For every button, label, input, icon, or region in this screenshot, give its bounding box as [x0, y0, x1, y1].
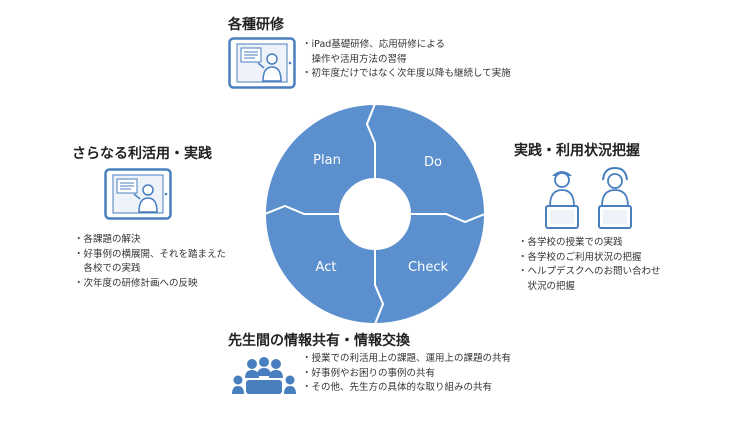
left-bullet: ・次年度の研修計画への反映: [74, 277, 198, 289]
tablet-lecture-icon: [104, 168, 172, 220]
bottom-bullets: ・授業での利活用上の課題、運用上の課題の共有 ・好事例やお困りの事例の共有 ・そ…: [302, 352, 511, 396]
left-bullet: ・好事例の横展開、それを踏まえた: [74, 248, 227, 260]
left-title: さらなる利活用・実践: [72, 146, 212, 162]
bottom-bullet: ・その他、先生方の具体的な取り組みの共有: [302, 382, 493, 393]
left-bullets: ・各課題の解決 ・好事例の横展開、それを踏まえた 各校での実践 ・次年度の研修計…: [74, 233, 226, 291]
right-bullet: ・各学校のご利用状況の把握: [518, 251, 642, 263]
top-title: 各種研修: [228, 17, 284, 33]
check-label: Check: [408, 260, 448, 275]
bottom-title: 先生間の情報共有・情報交換: [228, 333, 410, 349]
top-bullet: ・初年度だけではなく次年度以降も継続して実施: [302, 68, 511, 79]
right-bullets: ・各学校の授業での実践 ・各学校のご利用状況の把握 ・ヘルプデスクへのお問い合わ…: [518, 236, 661, 294]
bottom-bullet: ・授業での利活用上の課題、運用上の課題の共有: [302, 353, 512, 364]
plan-label: Plan: [313, 153, 341, 168]
meeting-table-icon: [232, 357, 296, 394]
right-bullet: 状況の把握: [518, 280, 576, 292]
bottom-bullet: ・好事例やお困りの事例の共有: [302, 367, 436, 379]
act-segment: [264, 205, 384, 325]
left-bullet: ・各課題の解決: [74, 234, 141, 245]
top-bullet: 操作や活用方法の習得: [302, 53, 407, 65]
pdca-cycle: Plan Do Act Check: [264, 103, 486, 325]
right-title: 実践・利用状況把握: [514, 143, 640, 159]
right-bullet: ・各学校の授業での実践: [518, 237, 623, 248]
act-label: Act: [316, 260, 337, 275]
do-label: Do: [424, 155, 442, 170]
right-bullet: ・ヘルプデスクへのお問い合わせ: [518, 266, 661, 277]
top-bullets: ・iPad基礎研修、応用研修による 操作や活用方法の習得 ・初年度だけではなく次…: [302, 38, 511, 82]
left-bullet: 各校での実践: [74, 263, 141, 274]
tablet-lecture-icon: [228, 37, 296, 89]
pdca-ring: [264, 103, 486, 325]
teacher-figure: [545, 171, 579, 229]
top-bullet: ・iPad基礎研修、応用研修による: [302, 39, 446, 50]
teachers-with-tablets-icon: [545, 166, 632, 229]
teacher-figure: [598, 166, 632, 229]
